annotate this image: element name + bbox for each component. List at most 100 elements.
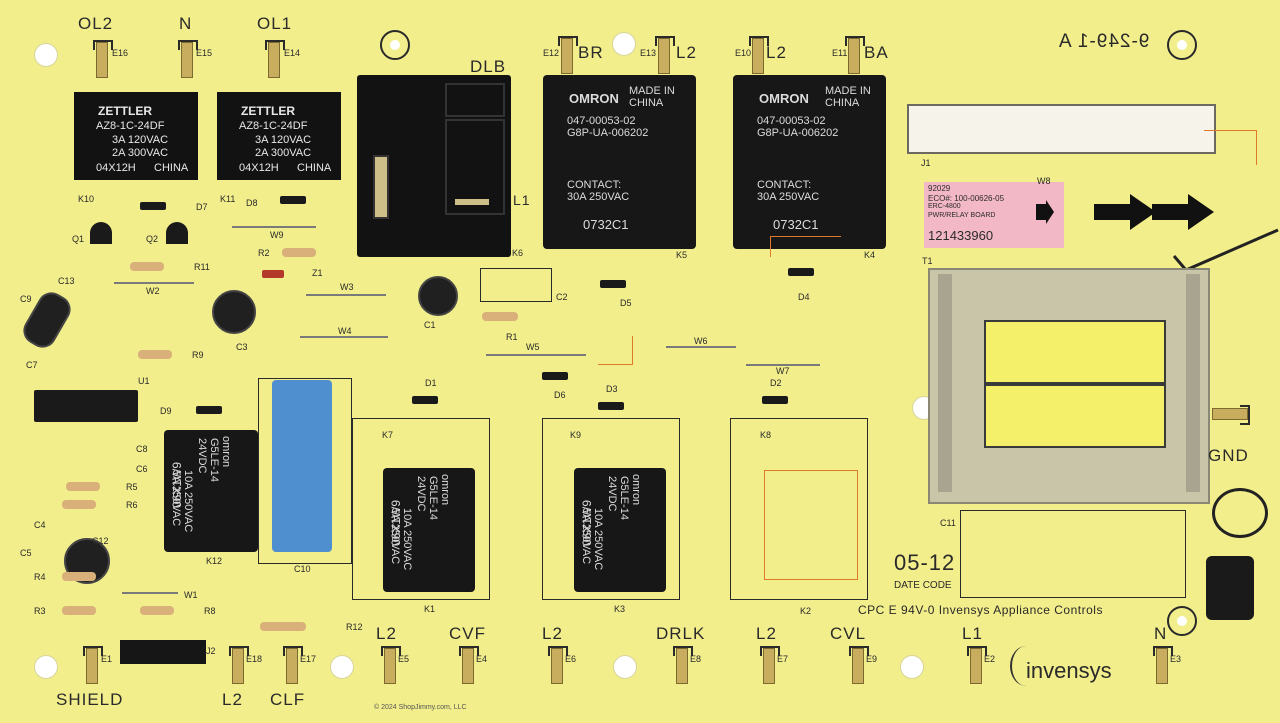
jumper-wire: [746, 364, 820, 366]
spade-terminal[interactable]: [558, 36, 578, 74]
spade-terminal[interactable]: [178, 40, 198, 78]
terminal-code: E3: [1170, 654, 1182, 664]
date-code-value: 05-12: [894, 550, 956, 575]
spade-terminal[interactable]: [548, 646, 568, 684]
terminal-code: E8: [690, 654, 702, 664]
ref-w8: W8: [1037, 176, 1051, 186]
diode: [526, 372, 584, 380]
terminal-code: E18: [246, 654, 263, 664]
spade-terminal[interactable]: [283, 646, 303, 684]
mount-hole: [34, 655, 58, 679]
spade-terminal[interactable]: [381, 646, 401, 684]
terminal-code: E11: [832, 48, 848, 58]
ref-c3: C3: [236, 342, 248, 352]
csa-mark-icon: [1212, 488, 1268, 538]
transformer-coil: [984, 320, 1166, 384]
dlb-label: DLB: [470, 57, 507, 76]
relay-rating: 30A 250VAC: [757, 191, 820, 203]
terminal-label-l1: L1: [962, 624, 983, 643]
terminal-code: E5: [398, 654, 410, 664]
relay-coil: 24VDC: [606, 476, 618, 512]
resistor: [130, 262, 164, 271]
dlb-relay: [357, 75, 511, 257]
terminal-code: E13: [640, 48, 657, 58]
spade-terminal[interactable]: [967, 646, 987, 684]
date-code-label: DATE CODE: [894, 580, 952, 591]
ref-d4: D4: [798, 292, 810, 302]
spade-terminal[interactable]: [749, 36, 769, 74]
film-capacitor: [272, 380, 332, 552]
relay-rating: 3A 120VAC: [255, 134, 312, 146]
ref-r2: R2: [258, 248, 270, 258]
relay-rating: 3A 120VAC: [112, 134, 169, 146]
ref-c7: C7: [26, 360, 38, 370]
ref-d6: D6: [554, 390, 566, 400]
resistor: [140, 606, 174, 615]
j2-pin-header[interactable]: [120, 640, 206, 664]
spade-terminal[interactable]: [845, 36, 865, 74]
spade-terminal[interactable]: [760, 646, 780, 684]
ref-w2: W2: [146, 286, 160, 296]
invensys-logo: invensys: [1026, 658, 1112, 683]
relay-pn: 047-00053-02: [567, 115, 636, 127]
omron-power-relay: OMRON MADE IN CHINA 047-00053-02 G8P-UA-…: [733, 75, 886, 249]
screw-ring: [1167, 606, 1197, 636]
component-outline: [480, 268, 552, 302]
trace: [764, 470, 858, 580]
terminal-code: E9: [866, 654, 878, 664]
zettler-relay: ZETTLER AZ8-1C-24DF 3A 120VAC 2A 300VAC …: [74, 92, 198, 180]
spade-terminal[interactable]: [265, 40, 285, 78]
terminal-code: E4: [476, 654, 488, 664]
ref-k4: K4: [864, 250, 876, 260]
ref-q1: Q1: [72, 234, 85, 244]
resistor: [260, 622, 306, 631]
ref-w5: W5: [526, 342, 540, 352]
resistor: [282, 248, 316, 257]
gnd-terminal[interactable]: [1212, 408, 1248, 420]
terminal-code: E1: [101, 654, 113, 664]
jumper-wire: [122, 592, 178, 594]
sticker-line: 92029: [928, 184, 951, 193]
diode: [746, 396, 804, 404]
spade-terminal[interactable]: [93, 40, 113, 78]
spade-terminal[interactable]: [849, 646, 869, 684]
ref-d5: D5: [620, 298, 632, 308]
spade-terminal[interactable]: [1153, 646, 1173, 684]
transformer: [928, 268, 1210, 504]
terminal-code: E17: [300, 654, 317, 664]
spade-terminal[interactable]: [673, 646, 693, 684]
relay-rating: 2A 300VAC: [112, 147, 169, 159]
relay-code: 06X1W9: [580, 499, 594, 546]
spade-terminal[interactable]: [655, 36, 675, 74]
ref-r11: R11: [194, 262, 210, 272]
omron-signal-relay: omron G5LE-14 24VDC 10A 250VAC 5A 250VAC…: [164, 430, 258, 552]
sticker-line: PWR/RELAY BOARD: [928, 212, 996, 219]
spade-terminal[interactable]: [229, 646, 249, 684]
diode: [264, 196, 322, 204]
relay-model: G8P-UA-006202: [757, 127, 839, 139]
terminal-label-l2: L2: [376, 624, 397, 643]
ref-w7: W7: [776, 366, 790, 376]
transistor: [166, 222, 188, 244]
jumper-wire: [306, 294, 386, 296]
ref-k3: K3: [614, 604, 626, 614]
relay-code: 06X1W9: [389, 499, 403, 546]
ref-r1: R1: [506, 332, 518, 342]
mount-hole: [612, 32, 636, 56]
terminal-label-drlk: DRLK: [656, 624, 706, 643]
resistor: [482, 312, 518, 321]
resistor: [62, 500, 96, 509]
mount-hole: [34, 43, 58, 67]
terminal-code: E2: [984, 654, 996, 664]
spade-terminal[interactable]: [83, 646, 103, 684]
omron-signal-relay: omron G5LE-14 24VDC 10A 250VAC 5A 250VAC…: [574, 468, 666, 592]
spade-terminal[interactable]: [459, 646, 479, 684]
j1-connector[interactable]: [907, 104, 1216, 154]
ref-c10: C10: [294, 564, 311, 574]
ref-k2: K2: [800, 606, 812, 616]
ref-k10: K10: [78, 194, 95, 204]
zener-diode: [246, 270, 300, 278]
electrolytic-capacitor: [212, 290, 256, 334]
ref-q2: Q2: [146, 234, 159, 244]
ref-w1: W1: [184, 590, 198, 600]
